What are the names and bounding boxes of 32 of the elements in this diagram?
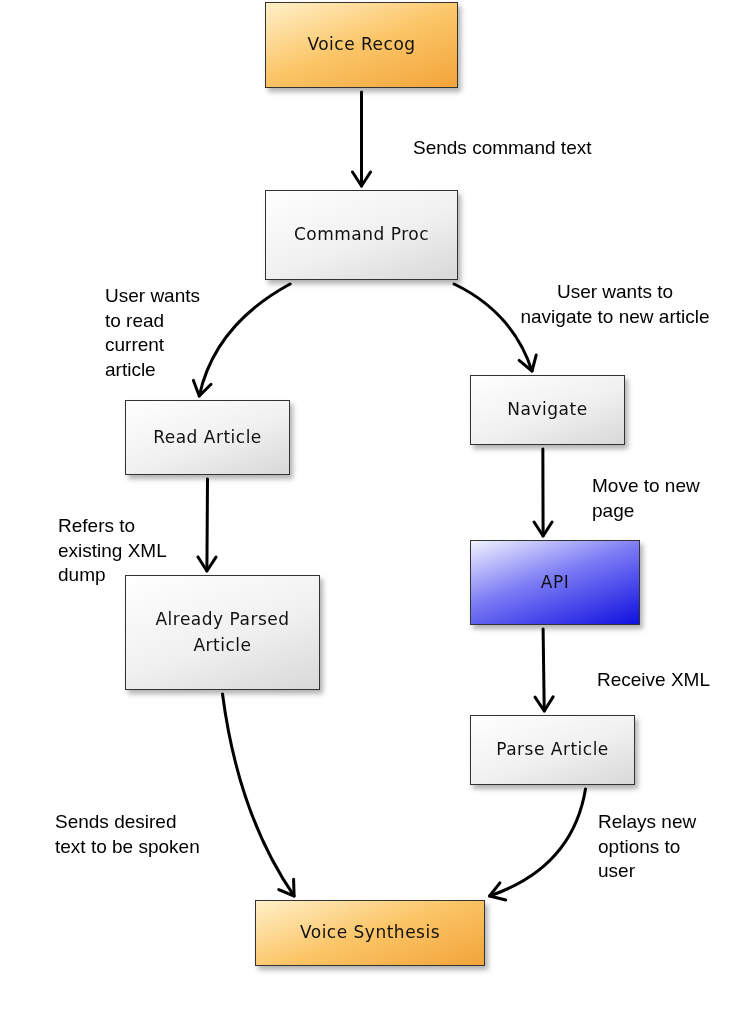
process-box (125, 400, 290, 475)
process-box (470, 375, 625, 445)
edge-label: User wants to read current article (105, 284, 202, 383)
node-label: Voice Recog (307, 33, 416, 57)
process-box (255, 900, 485, 966)
arrow (221, 692, 296, 898)
process-box (265, 190, 458, 280)
arrow (351, 90, 372, 188)
arrow (488, 787, 587, 901)
arrow (192, 282, 292, 398)
node-label: Navigate (507, 398, 588, 422)
edge-label: Sends desired text to be spoken (55, 810, 201, 859)
node-label: Read Article (153, 425, 262, 449)
arrow (452, 282, 538, 373)
edge-label: Move to new page (592, 474, 701, 523)
node-label: Parse Article (496, 738, 609, 762)
arrow (533, 627, 555, 713)
edge-label: Sends command text (413, 136, 593, 160)
node-label: Voice Synthesis (299, 921, 441, 945)
node-label: Command Proc (293, 223, 430, 247)
node-label: API (540, 570, 570, 594)
edge-label: Refers to existing XML dump (58, 514, 168, 588)
process-box (125, 575, 320, 690)
process-box (265, 2, 458, 88)
edge-label: Relays new options to user (598, 810, 698, 884)
process-box (470, 715, 635, 785)
arrow (532, 447, 554, 538)
edge-label: User wants to navigate to new article (520, 280, 710, 329)
process-box (470, 540, 640, 625)
node-label: Already Parsed Article (154, 608, 291, 657)
arrow (196, 477, 218, 573)
edge-label: Receive XML (597, 668, 711, 692)
